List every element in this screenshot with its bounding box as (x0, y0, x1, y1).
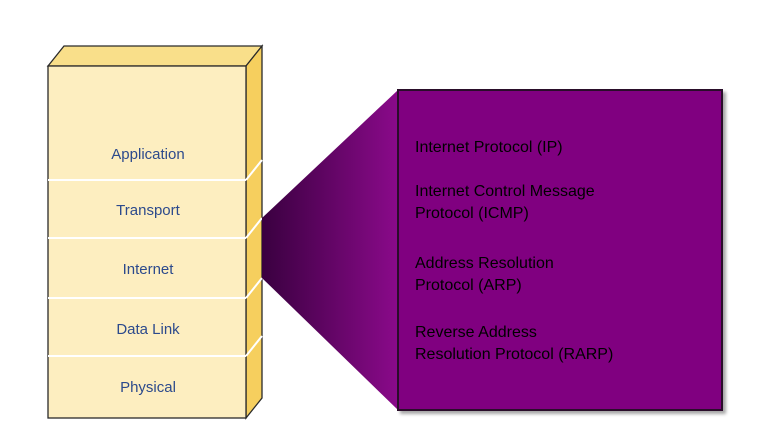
layer-label-application: Application (111, 146, 184, 163)
protocol-icmp-line-1: Internet Control Message (415, 183, 595, 200)
protocol-rarp-line-2: Resolution Protocol (RARP) (415, 346, 613, 363)
stack-front-face (47, 65, 247, 419)
layer-divider-side (245, 159, 263, 181)
protocol-rarp-line-1: Reverse Address (415, 324, 537, 341)
layer-divider-side (245, 217, 263, 239)
internet-connector (262, 90, 398, 410)
layer-label-internet: Internet (123, 261, 175, 278)
protocol-ip-line-1: Internet Protocol (IP) (415, 139, 563, 156)
internet-protocols-box (397, 89, 723, 411)
layer-label-data-link: Data Link (116, 321, 180, 338)
stack-top-face (46, 45, 264, 67)
protocol-icmp-line-2: Protocol (ICMP) (415, 205, 529, 222)
layer-divider-side (245, 277, 263, 299)
protocol-arp-line-1: Address Resolution (415, 255, 554, 272)
stack-side-face (245, 44, 263, 420)
protocol-arp-line-2: Protocol (ARP) (415, 277, 522, 294)
layer-divider-side (245, 335, 263, 357)
layer-label-transport: Transport (116, 202, 180, 219)
layer-label-physical: Physical (120, 379, 176, 396)
